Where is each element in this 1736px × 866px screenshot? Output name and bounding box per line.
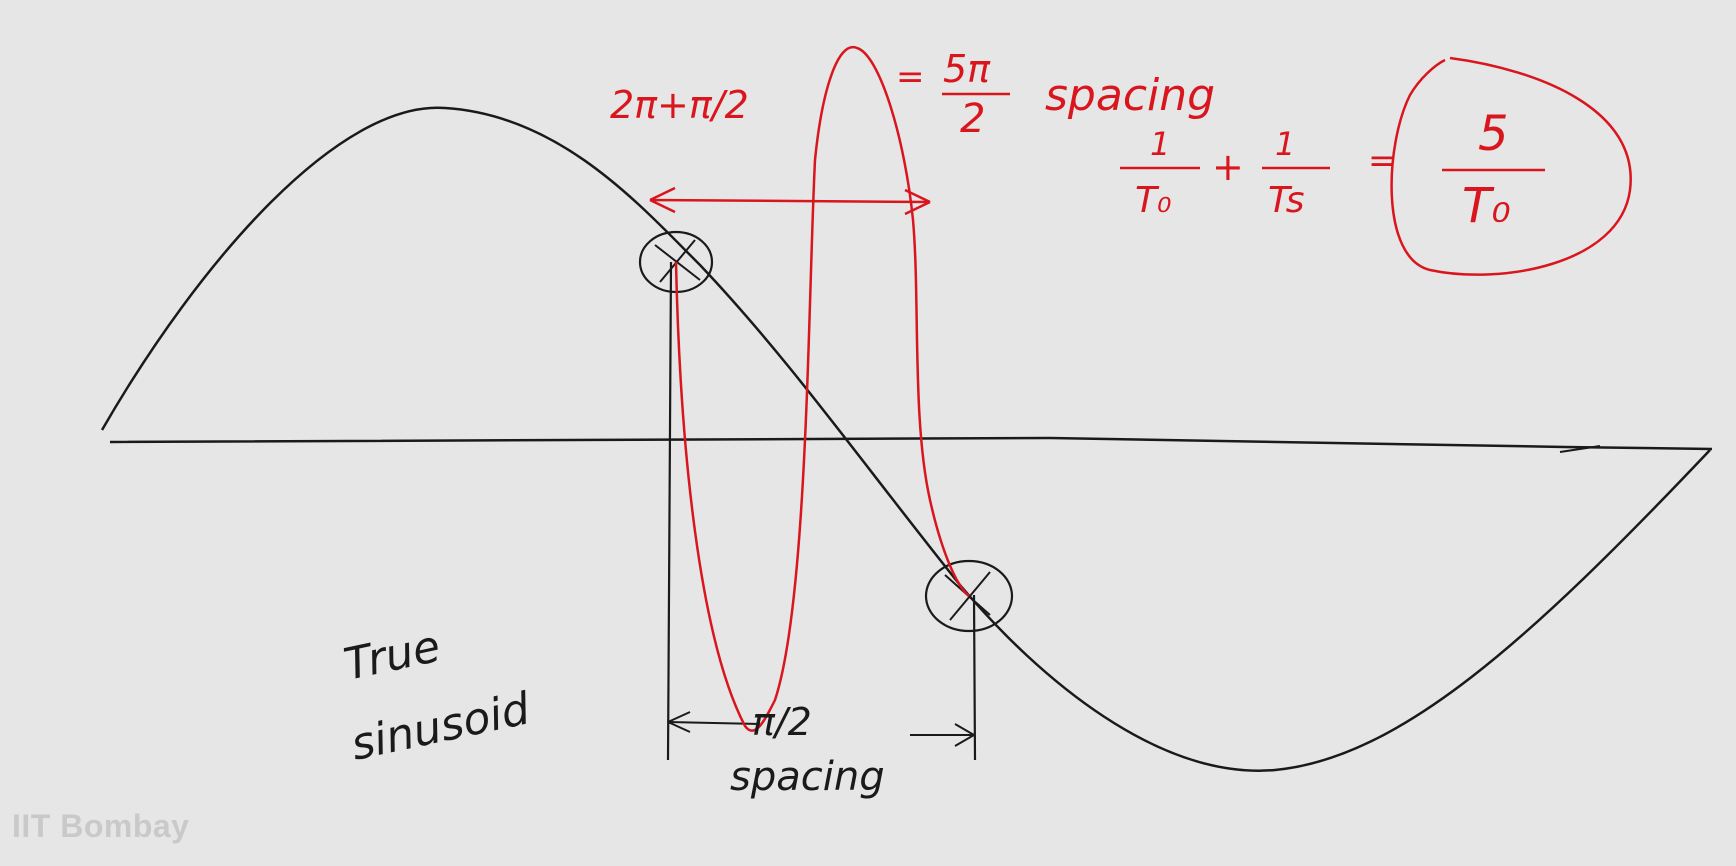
phase-sum-label: 2π+π/2	[610, 83, 749, 127]
phase-equals-sign: =	[896, 57, 925, 97]
freq-equals-sign: =	[1368, 141, 1397, 181]
true-sinusoid-curve	[100, 106, 1711, 772]
result-denominator: T₀	[1462, 178, 1511, 234]
phase-fraction-denominator: 2	[960, 96, 985, 142]
sinusoid-label-line2: sinusoid	[347, 683, 536, 771]
bottom-spacing-label: spacing	[730, 754, 885, 800]
left-sample-line	[666, 261, 673, 761]
bottom-right-arrow	[910, 723, 975, 747]
period-double-arrow	[649, 186, 931, 216]
freq-term1-denominator: T₀	[1135, 180, 1171, 221]
result-circle	[1390, 56, 1632, 276]
result-numerator: 5	[1478, 106, 1509, 162]
freq-term2-numerator: 1	[1275, 125, 1295, 163]
right-sample-circle	[924, 559, 1014, 633]
phase-fraction-numerator: 5π	[943, 47, 991, 91]
freq-term1-numerator: 1	[1150, 125, 1170, 163]
iit-bombay-watermark: IIT Bombay	[12, 808, 190, 844]
freq-term2-denominator: Ts	[1268, 180, 1304, 221]
bottom-fraction-label: π/2	[752, 700, 812, 744]
left-sample-x-mark	[654, 239, 701, 283]
axis-end-tick	[1559, 445, 1601, 453]
phase-spacing-label: spacing	[1045, 70, 1215, 121]
sinusoid-label-line1: True	[340, 621, 445, 691]
freq-plus-sign: +	[1212, 145, 1244, 189]
aliased-sinusoid-curve	[674, 45, 970, 732]
right-sample-line	[972, 594, 977, 761]
time-axis	[109, 436, 1713, 451]
